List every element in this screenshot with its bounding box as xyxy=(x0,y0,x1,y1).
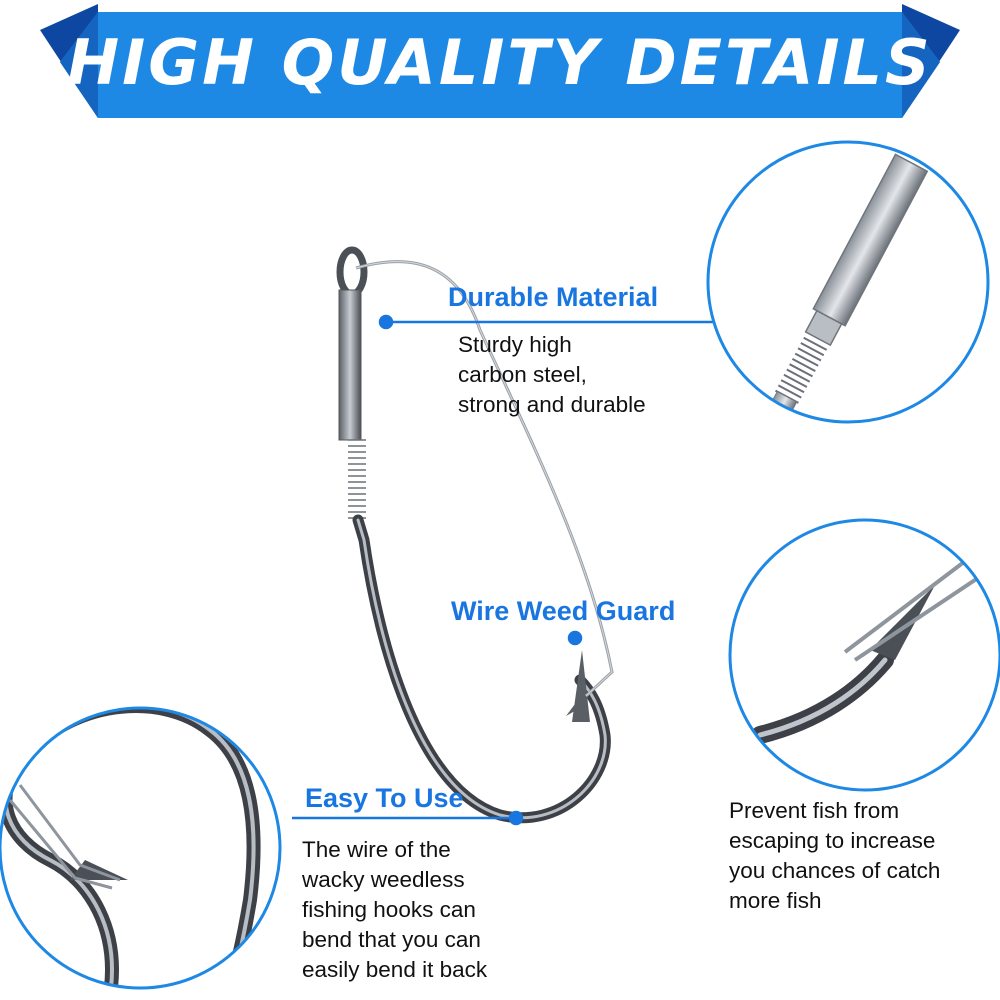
hook-bend-closeup-icon xyxy=(0,706,282,990)
description-line: The wire of the xyxy=(302,837,451,862)
hook-barb-closeup-icon xyxy=(728,518,1000,792)
banner-title: HIGH QUALITY DETAILS xyxy=(67,25,933,99)
description-line: you chances of catch xyxy=(729,858,941,883)
description-line: wacky weedless xyxy=(302,867,465,892)
prevent-fish-description: Prevent fish from escaping to increase y… xyxy=(729,796,940,916)
hook-shank-closeup-icon xyxy=(706,140,990,424)
description-line: Sturdy high xyxy=(458,332,572,357)
easy-to-use-label: Easy To Use xyxy=(305,783,464,813)
title-banner xyxy=(40,4,960,118)
description-line: Prevent fish from xyxy=(729,798,900,823)
pointer-lines xyxy=(292,314,715,826)
description-line: carbon steel, xyxy=(458,362,587,387)
description-line: escaping to increase xyxy=(729,828,936,853)
easy-to-use-description: The wire of the wacky weedless fishing h… xyxy=(302,835,487,985)
wire-weed-guard-label: Wire Weed Guard xyxy=(451,596,676,626)
description-line: bend that you can xyxy=(302,927,481,952)
description-line: more fish xyxy=(729,888,822,913)
description-line: fishing hooks can xyxy=(302,897,476,922)
durable-material-description: Sturdy high carbon steel, strong and dur… xyxy=(458,330,646,420)
description-line: strong and durable xyxy=(458,392,646,417)
description-line: easily bend it back xyxy=(302,957,488,982)
durable-material-label: Durable Material xyxy=(448,282,659,312)
